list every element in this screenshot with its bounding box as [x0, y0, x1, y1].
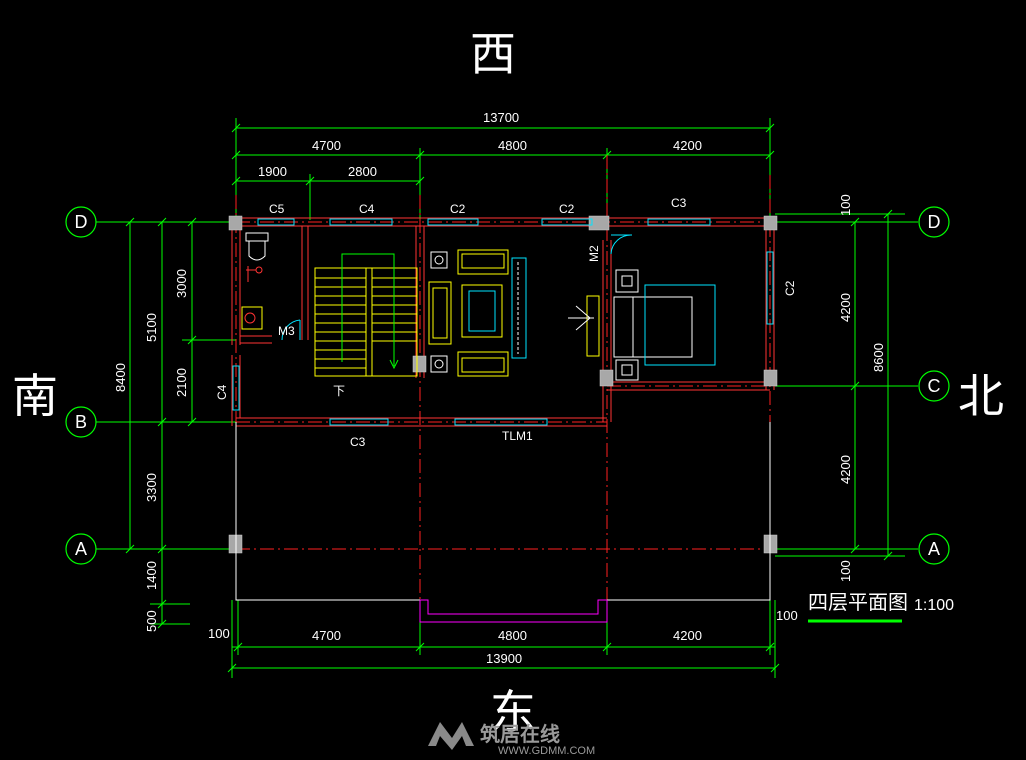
- dim-right-upper: 4200: [838, 293, 853, 322]
- dim-right-lower: 4200: [838, 455, 853, 484]
- window-c4-top: [329, 218, 393, 226]
- axis-a-left-label: A: [75, 539, 87, 559]
- axis-lines: [235, 155, 771, 600]
- stair-direction-arrow: [341, 253, 399, 370]
- window-c3-top: [647, 218, 711, 226]
- watermark-logo: [428, 722, 474, 750]
- direction-north-label: 北: [958, 369, 1004, 423]
- sofa-set: [428, 249, 509, 377]
- label-c2-right: C2: [783, 280, 797, 296]
- axis-a-right-label: A: [928, 539, 940, 559]
- dim-right-top: 100: [838, 194, 853, 216]
- axis-d-right-label: D: [928, 212, 941, 232]
- dim-left-overall: 8400: [113, 363, 128, 392]
- wardrobe: [586, 295, 600, 357]
- axis-bubble-a-left: A: [65, 533, 97, 565]
- direction-west-label: 西: [470, 27, 516, 81]
- dim-left-b: 3000: [174, 269, 189, 298]
- sink-fixture: [241, 306, 263, 330]
- dim-bottom-left-offset: 100: [208, 626, 230, 641]
- walls: [231, 217, 775, 427]
- window-c2-a: [427, 218, 479, 226]
- axis-d-left-label: D: [75, 212, 88, 232]
- balcony-projection: [419, 599, 608, 623]
- dim-bottom-seg1: 4700: [312, 628, 341, 643]
- window-c2-right: [766, 251, 774, 325]
- dim-bottom-right-offset: 100: [776, 608, 798, 623]
- drawing-scale: 1:100: [914, 597, 954, 614]
- dim-top-seg3: 4200: [673, 138, 702, 153]
- side-tables: [430, 251, 448, 373]
- label-c2-a: C2: [450, 202, 466, 216]
- nightstands: [615, 269, 639, 381]
- axis-bubble-c-right: C: [918, 370, 950, 402]
- right-dimension-lines: [775, 209, 918, 561]
- label-m3: M3: [278, 324, 295, 338]
- dim-left-d: 3300: [144, 473, 159, 502]
- dim-top-total: 13700: [483, 110, 519, 125]
- dim-left-c: 2100: [174, 368, 189, 397]
- axis-b-left-label: B: [75, 412, 87, 432]
- axis-bubble-b-left: B: [65, 406, 97, 438]
- window-c2-b: [541, 218, 593, 226]
- double-bed: [613, 284, 716, 366]
- pendant-light: [568, 305, 594, 331]
- dim-bottom-total: 13900: [486, 651, 522, 666]
- dim-top-sub1: 1900: [258, 164, 287, 179]
- label-c4-left: C4: [215, 384, 229, 400]
- label-c2-b: C2: [559, 202, 575, 216]
- window-c5: [257, 218, 295, 226]
- axis-bubble-a-right: A: [918, 533, 950, 565]
- watermark-url: WWW.GDMM.COM: [498, 745, 595, 757]
- dim-right-overall: 8600: [871, 343, 886, 372]
- label-c5: C5: [269, 202, 285, 216]
- dim-left-f: 500: [144, 610, 159, 632]
- faucet-fixture: [246, 266, 263, 282]
- axis-bubble-d-left: D: [65, 206, 97, 238]
- dim-top-sub2: 2800: [348, 164, 377, 179]
- coffee-table: [461, 284, 503, 338]
- window-c3-bottom: [329, 418, 389, 426]
- bottom-dimension-lines: [227, 600, 780, 678]
- label-m2: M2: [587, 245, 601, 262]
- direction-south-label: 南: [12, 369, 58, 423]
- label-c3-bottom: C3: [350, 435, 366, 449]
- direction-east-label: 东: [490, 685, 536, 739]
- balcony-outline: [235, 422, 771, 601]
- toilet-fixture: [245, 232, 269, 261]
- label-c3-top: C3: [671, 196, 687, 210]
- top-dimension-lines: [231, 118, 775, 220]
- label-tlm1: TLM1: [502, 429, 533, 443]
- label-c4-top: C4: [359, 202, 375, 216]
- tv-cabinet: [511, 257, 527, 359]
- axis-bubble-d-right: D: [918, 206, 950, 238]
- dim-right-bottom: 100: [838, 560, 853, 582]
- dim-left-e: 1400: [144, 561, 159, 590]
- drawing-title: 四层平面图: [808, 590, 908, 614]
- structural-columns: [228, 215, 778, 554]
- dim-bottom-seg2: 4800: [498, 628, 527, 643]
- axis-c-right-label: C: [928, 376, 941, 396]
- dim-top-seg1: 4700: [312, 138, 341, 153]
- dim-top-seg2: 4800: [498, 138, 527, 153]
- dim-left-a: 5100: [144, 313, 159, 342]
- windows: [232, 218, 774, 426]
- window-c4-left: [232, 365, 240, 411]
- dim-bottom-seg3: 4200: [673, 628, 702, 643]
- left-dimension-lines: [96, 217, 236, 629]
- watermark-brand: 筑居在线: [480, 722, 560, 746]
- stair-down-label: 下: [333, 384, 345, 398]
- staircase: [314, 267, 418, 377]
- door-tlm1: [454, 418, 548, 426]
